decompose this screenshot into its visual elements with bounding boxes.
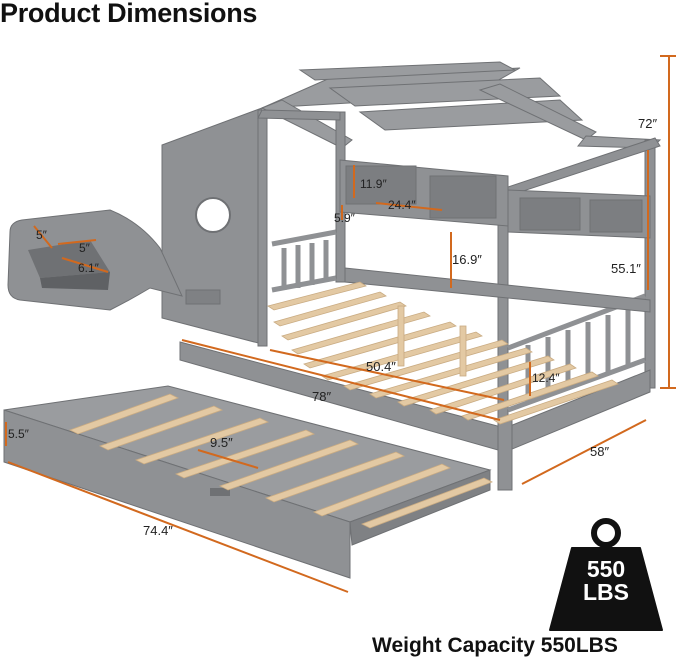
dim-rail-height: 12.4″ (532, 371, 560, 385)
dim-inner-length: 50.4″ (366, 359, 396, 374)
dim-slat-gap: 9.5″ (210, 435, 233, 450)
dim-shelf-height: 11.9″ (360, 177, 387, 191)
dim-trundle-length: 74.4″ (143, 523, 173, 538)
dim-shelf-width: 24.4″ (388, 198, 416, 212)
dimension-lines (5, 55, 676, 593)
dim-height-total: 72″ (638, 116, 658, 131)
cupholder-inset (7, 209, 183, 311)
dim-overall-width: 58″ (590, 444, 610, 459)
dim-cup-a: 5″ (36, 228, 47, 242)
dim-shelf-depth: 5.9″ (334, 211, 355, 225)
page-title: Product Dimensions (0, 0, 258, 28)
weight-badge-unit: LBS (583, 579, 629, 605)
weight-badge-number: 550 (586, 556, 626, 582)
weight-badge-text: 550 LBS (552, 558, 660, 604)
dim-trundle-height: 5.5″ (8, 427, 29, 441)
dim-overall-length: 78″ (312, 389, 332, 404)
weight-capacity-caption: Weight Capacity 550LBS (372, 634, 618, 657)
bed-slats (267, 281, 619, 425)
guardrails (271, 229, 646, 413)
weight-badge: 550 LBS (552, 518, 660, 630)
dim-cup-b: 5″ (79, 241, 90, 255)
dim-cup-c: 6.1″ (78, 261, 99, 275)
shelves (339, 159, 651, 239)
roof (260, 61, 662, 149)
bed-frame (179, 267, 651, 491)
dim-height-bed: 55.1″ (611, 261, 641, 276)
weight-badge-icon (549, 518, 663, 631)
trundle (3, 385, 493, 579)
dim-guard-height: 16.9″ (452, 252, 482, 267)
headboard (161, 107, 263, 345)
